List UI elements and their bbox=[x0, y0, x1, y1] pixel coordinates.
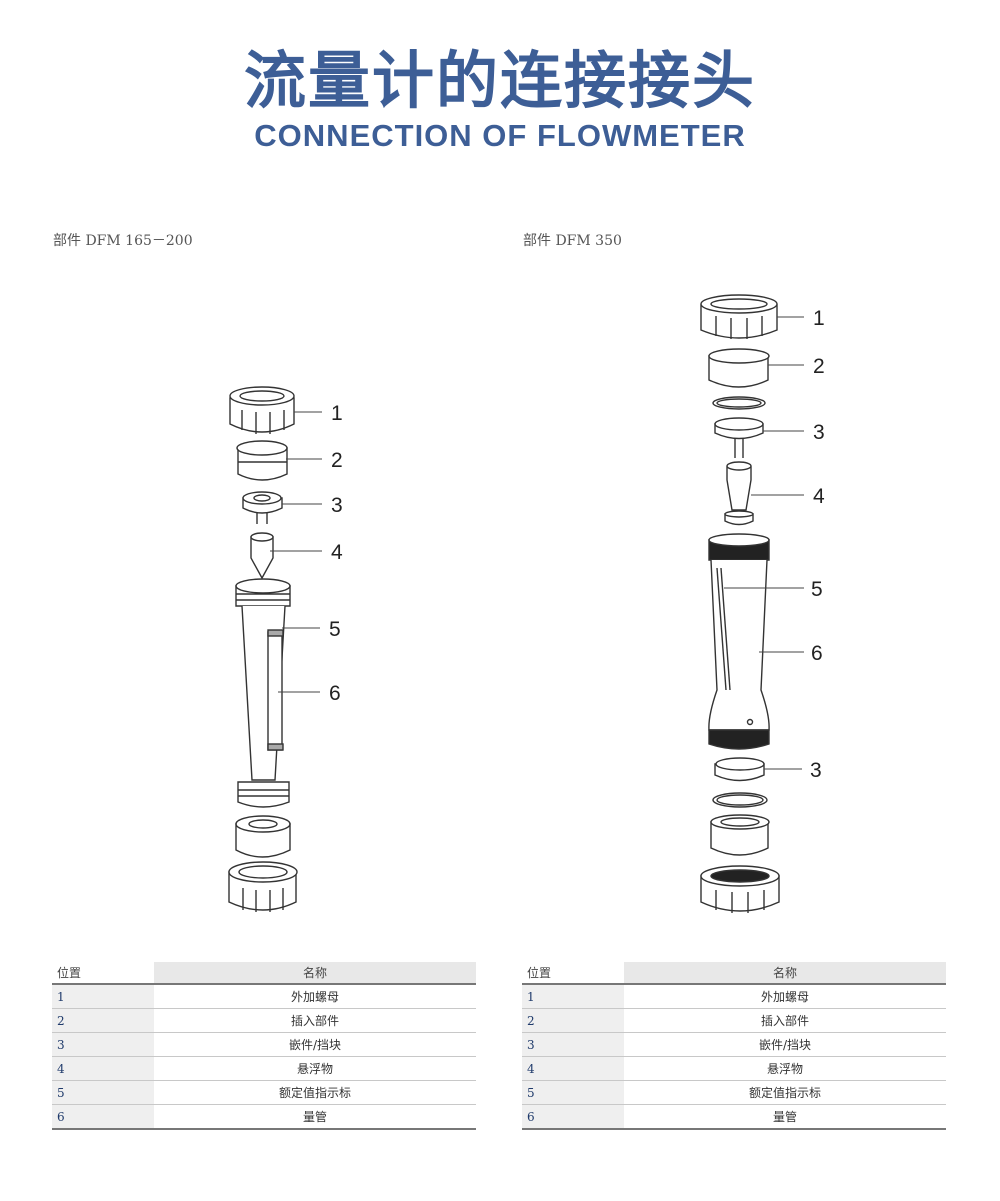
left-union-nut-top bbox=[229, 386, 295, 434]
left-stop-insert bbox=[242, 491, 283, 524]
right-callout-5: 5 bbox=[811, 578, 823, 601]
row-name: 插入部件 bbox=[624, 1008, 946, 1033]
header-position: 位置 bbox=[52, 962, 154, 985]
exploded-diagram: 1 2 3 4 5 6 1 2 3 4 5 6 3 bbox=[228, 294, 825, 913]
right-stop-insert-bottom bbox=[714, 757, 765, 782]
header-position: 位置 bbox=[522, 962, 624, 985]
right-callout-3: 3 bbox=[813, 421, 825, 444]
row-position: 5 bbox=[52, 1080, 154, 1105]
page-title-cn: 流量计的连接接头 bbox=[243, 44, 756, 117]
right-callout-4: 4 bbox=[813, 485, 825, 508]
right-callout-2: 2 bbox=[813, 355, 825, 378]
row-name: 悬浮物 bbox=[154, 1056, 476, 1081]
left-callout-1: 1 bbox=[331, 402, 343, 425]
row-name: 量管 bbox=[154, 1104, 476, 1130]
row-name: 量管 bbox=[624, 1104, 946, 1130]
row-position: 2 bbox=[52, 1008, 154, 1033]
right-callout-6: 6 bbox=[811, 642, 823, 665]
left-callout-5: 5 bbox=[329, 618, 341, 641]
row-position: 6 bbox=[522, 1104, 624, 1130]
right-callout-1: 1 bbox=[813, 307, 825, 330]
row-position: 1 bbox=[522, 984, 624, 1009]
right-insert-bottom bbox=[710, 814, 770, 856]
row-position: 2 bbox=[522, 1008, 624, 1033]
right-union-nut-top bbox=[700, 294, 778, 339]
row-position: 6 bbox=[52, 1104, 154, 1130]
right-float bbox=[724, 461, 754, 526]
left-insert-bottom bbox=[235, 815, 291, 858]
row-name: 额定值指示标 bbox=[624, 1080, 946, 1105]
right-insert bbox=[708, 348, 770, 388]
row-position: 4 bbox=[522, 1056, 624, 1081]
table-header-row: 位置 名称 bbox=[52, 962, 476, 985]
row-name: 嵌件/挡块 bbox=[154, 1032, 476, 1057]
right-union-nut-bottom bbox=[700, 865, 780, 913]
left-float bbox=[250, 532, 274, 580]
right-tube bbox=[708, 533, 770, 750]
right-stop-insert-top bbox=[714, 417, 764, 458]
left-callout-3: 3 bbox=[331, 494, 343, 517]
header-name: 名称 bbox=[624, 962, 946, 985]
row-position: 4 bbox=[52, 1056, 154, 1081]
row-name: 嵌件/挡块 bbox=[624, 1032, 946, 1057]
left-callout-2: 2 bbox=[331, 449, 343, 472]
left-insert bbox=[236, 440, 288, 481]
left-callout-6: 6 bbox=[329, 682, 341, 705]
left-callout-4: 4 bbox=[331, 541, 343, 564]
row-position: 3 bbox=[522, 1032, 624, 1057]
left-union-nut-bottom bbox=[228, 861, 298, 912]
row-position: 3 bbox=[52, 1032, 154, 1057]
right-o-ring-bottom bbox=[712, 792, 768, 808]
right-o-ring-top bbox=[712, 396, 766, 410]
row-name: 外加螺母 bbox=[154, 984, 476, 1009]
right-model-label: 部件 DFM 350 bbox=[523, 233, 622, 249]
left-model-label: 部件 DFM 165－200 bbox=[53, 233, 193, 249]
row-position: 1 bbox=[52, 984, 154, 1009]
left-tube bbox=[235, 578, 291, 808]
row-position: 5 bbox=[522, 1080, 624, 1105]
right-callout-3b: 3 bbox=[810, 759, 822, 782]
page-title-en: CONNECTION OF FLOWMETER bbox=[254, 118, 746, 153]
row-name: 外加螺母 bbox=[624, 984, 946, 1009]
row-name: 悬浮物 bbox=[624, 1056, 946, 1081]
row-name: 额定值指示标 bbox=[154, 1080, 476, 1105]
table-header-row: 位置 名称 bbox=[522, 962, 946, 985]
row-name: 插入部件 bbox=[154, 1008, 476, 1033]
header-name: 名称 bbox=[154, 962, 476, 985]
